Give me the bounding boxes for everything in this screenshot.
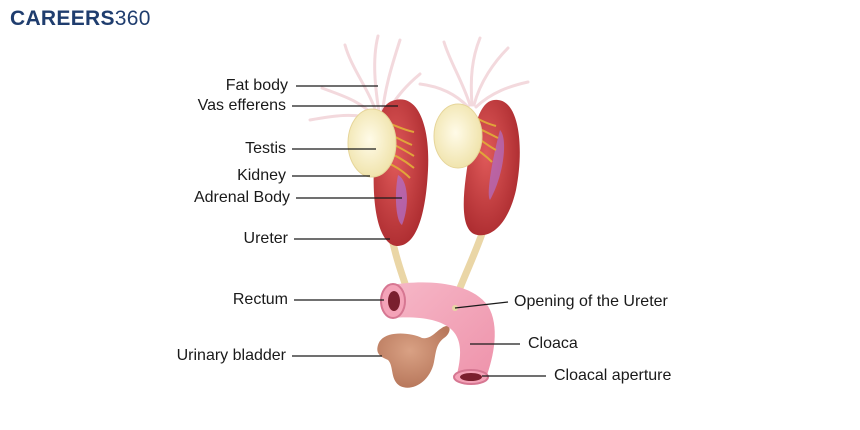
ureter-right	[452, 224, 488, 302]
label-cloaca: Cloaca	[528, 335, 578, 352]
label-rectum: Rectum	[232, 291, 288, 308]
testis-left	[347, 108, 397, 178]
testis-right	[433, 103, 483, 169]
cloacal-aperture-lumen	[460, 373, 482, 381]
label-fat-body: Fat body	[225, 77, 288, 94]
label-ureter: Ureter	[243, 230, 288, 247]
label-urinary-bladder: Urinary bladder	[176, 347, 286, 364]
leader-opening-of-ureter	[454, 301, 509, 309]
urinary-bladder	[377, 326, 450, 388]
adrenal-body-right	[488, 130, 505, 200]
label-testis: Testis	[245, 140, 286, 157]
label-adrenal-body: Adrenal Body	[193, 189, 290, 206]
rectum-lumen	[388, 291, 400, 311]
fat-body-right	[418, 36, 530, 109]
logo-number: 360	[114, 7, 151, 30]
logo-wordmark: CAREERS	[10, 7, 115, 30]
label-vas-efferens: Vas efferens	[197, 97, 286, 114]
careers360-logo: CAREERS360	[10, 7, 151, 31]
label-cloacal-aperture: Cloacal aperture	[554, 367, 672, 384]
label-kidney: Kidney	[237, 167, 286, 184]
label-opening-of-ureter: Opening of the Ureter	[514, 293, 668, 310]
adrenal-body-left	[395, 175, 407, 225]
